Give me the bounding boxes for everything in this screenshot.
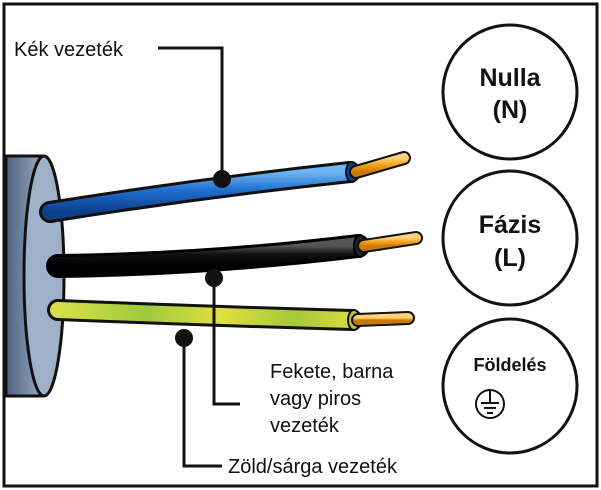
leader-lines xyxy=(158,46,240,468)
blue-wire-dot xyxy=(213,170,231,188)
neutral-code: (N) xyxy=(493,96,528,124)
green-wire-dot xyxy=(175,329,193,347)
earth-name: Földelés xyxy=(473,355,546,375)
black-wire-label-line-3: vezeték xyxy=(270,415,340,437)
neutral-terminal: Nulla (N) xyxy=(441,23,579,161)
earth-ground-icon xyxy=(475,389,505,419)
black-wire-dot xyxy=(205,269,223,287)
green-leader-line xyxy=(182,338,222,468)
earth-terminal: Földelés xyxy=(441,317,579,455)
black-wire-label-line-1: Fekete, barna xyxy=(270,361,394,383)
green-wire-label: Zöld/sárga vezeték xyxy=(228,456,398,478)
phase-code: (L) xyxy=(494,244,526,272)
black-leader-line xyxy=(212,278,240,406)
blue-wire xyxy=(39,151,411,223)
neutral-name: Nulla xyxy=(479,64,541,92)
green-yellow-wire xyxy=(47,299,415,331)
phase-terminal: Fázis (L) xyxy=(441,169,579,307)
black-wire-label-line-2: vagy piros xyxy=(270,388,361,410)
blue-wire-label: Kék vezeték xyxy=(14,39,124,61)
black-wire xyxy=(46,231,423,278)
blue-leader-line xyxy=(158,46,224,177)
phase-name: Fázis xyxy=(479,211,542,239)
